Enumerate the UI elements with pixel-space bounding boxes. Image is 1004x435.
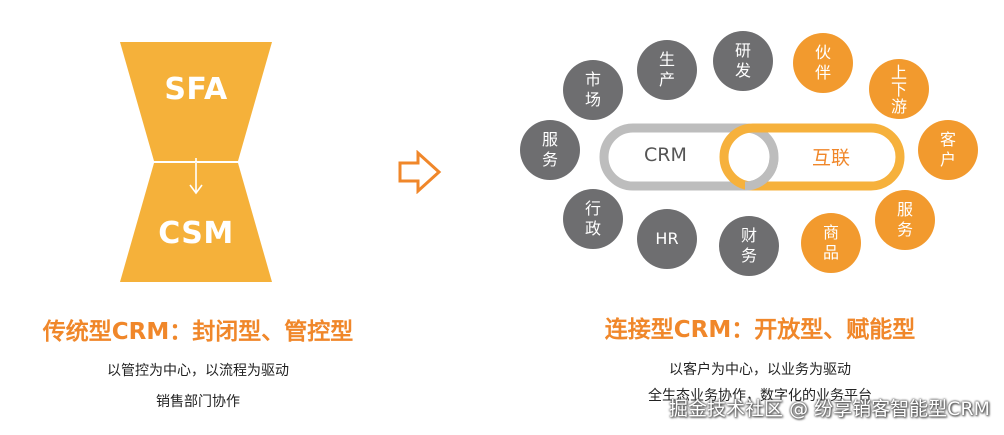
right-headline: 连接型CRM：开放型、赋能型	[604, 317, 916, 343]
right-description-line2: 全生态业务协作，数字化的业务平台	[648, 388, 872, 404]
node-service-external: 服务	[875, 190, 935, 250]
left-description-line1: 以管控为中心，以流程为驱动	[107, 363, 289, 379]
node-rnd: 研发	[713, 31, 773, 91]
left-headline: 传统型CRM：封闭型、管控型	[42, 319, 354, 345]
right-description-line1: 以客户为中心，以业务为驱动	[669, 362, 851, 378]
node-market: 市场	[563, 60, 623, 120]
hourglass-shape	[120, 42, 272, 282]
left-description-line2: 销售部门协作	[156, 394, 240, 410]
node-products: 商品	[801, 213, 861, 273]
csm-label: CSM	[158, 216, 234, 251]
node-upstream-downstream: 上下游	[869, 59, 929, 119]
chain-crm-label: CRM	[644, 144, 687, 166]
chain-links	[599, 123, 905, 191]
node-production: 生产	[637, 40, 697, 100]
node-service-internal: 服务	[520, 120, 580, 180]
transition-arrow-icon	[398, 150, 442, 194]
node-partner: 伙伴	[793, 33, 853, 93]
watermark: 掘金技术社区 @ 纷享销客智能型CRM	[669, 398, 990, 420]
chain-interconnect-label: 互联	[812, 147, 851, 169]
node-hr: HR	[637, 209, 697, 269]
node-administration: 行政	[563, 189, 623, 249]
node-finance: 财务	[719, 216, 779, 276]
node-customer: 客户	[918, 120, 978, 180]
sfa-label: SFA	[164, 72, 228, 107]
